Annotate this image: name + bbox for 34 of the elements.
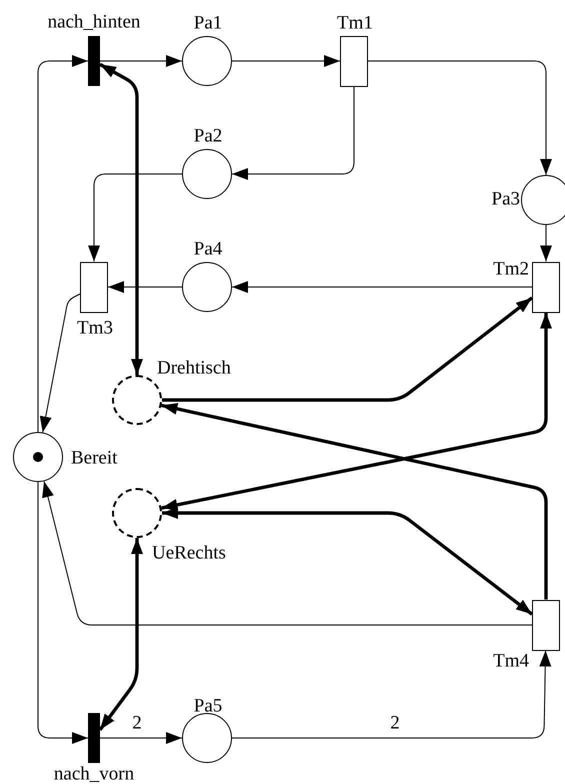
node-label: Pa4 xyxy=(194,240,222,258)
node-label: Tm3 xyxy=(77,318,113,338)
arc-arrow xyxy=(38,482,88,744)
arc-arrow xyxy=(162,507,534,616)
arc-arrow xyxy=(161,312,552,511)
node-label: nach_hinten xyxy=(48,12,140,32)
arc-arrow xyxy=(99,62,143,375)
arc-arrow xyxy=(232,55,340,67)
arc-arrow xyxy=(38,55,88,432)
arc-arrow xyxy=(232,86,354,180)
arc-arrow xyxy=(108,281,182,293)
arc-arrow xyxy=(40,294,80,433)
arc-arrow xyxy=(88,174,182,262)
arc-arrow xyxy=(42,480,532,626)
arc-arrow xyxy=(161,402,548,600)
node-label: Tm2 xyxy=(493,260,529,278)
arc-arrow xyxy=(368,60,552,176)
node-label: nach_vorn xyxy=(54,764,134,784)
arc-arrow xyxy=(540,224,552,262)
arc-arrow xyxy=(100,55,182,67)
node-label: Pa1 xyxy=(194,14,222,32)
arc-arrow xyxy=(232,650,552,738)
arc-arrow xyxy=(232,281,532,293)
node-label: Pa5 xyxy=(194,696,222,716)
node-label: Tm1 xyxy=(337,14,373,32)
node-label: Pa2 xyxy=(194,126,222,146)
node-label: Bereit xyxy=(71,448,118,468)
node-label: Tm4 xyxy=(493,652,529,670)
node-label: UeRechts xyxy=(152,544,226,562)
arc-arrow xyxy=(98,538,143,731)
arc-arrow xyxy=(100,732,182,744)
arc-arrow xyxy=(162,296,534,402)
node-label: Pa3 xyxy=(492,190,520,208)
node-label: Drehtisch xyxy=(157,358,231,378)
